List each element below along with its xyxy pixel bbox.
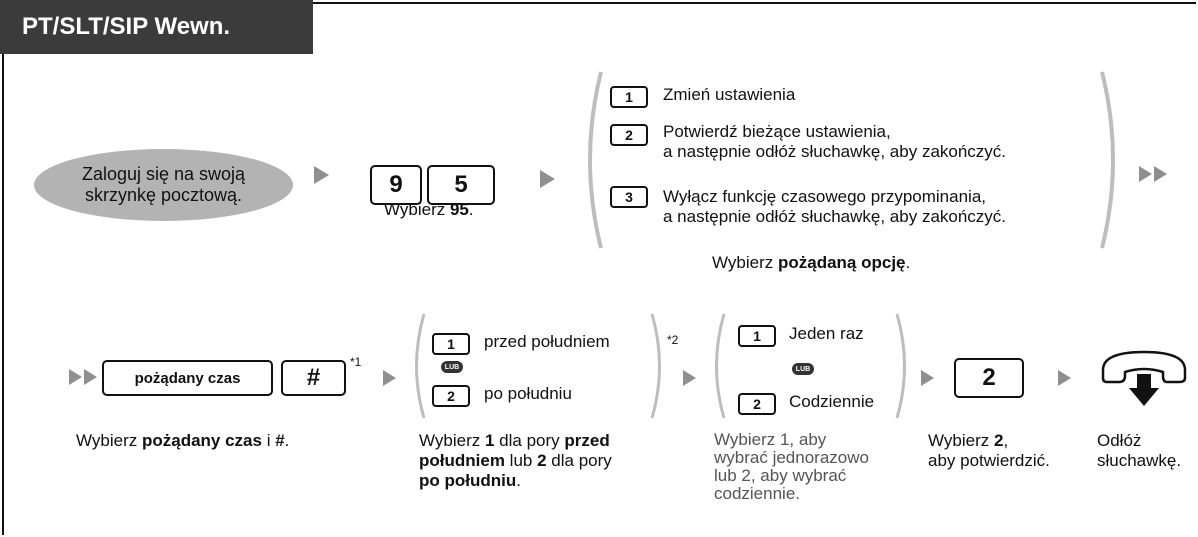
dial-95-caption: Wybierz 95. xyxy=(384,200,474,219)
option-3-text: Wyłącz funkcję czasowego przypominania,a… xyxy=(663,187,1007,226)
right-paren-icon xyxy=(1100,71,1115,249)
am-key-1: 1 xyxy=(432,333,470,355)
right-paren-icon xyxy=(895,313,906,419)
arrow-icon xyxy=(683,370,696,386)
option-2-text: Potwierdź bieżące ustawienia,a następnie… xyxy=(663,122,1007,161)
footnote-2: *2 xyxy=(667,333,679,347)
time-caption: Wybierz pożądany czas i #. xyxy=(76,431,290,450)
arrow-icon xyxy=(1058,370,1071,386)
daily-text: Codziennie xyxy=(789,392,875,411)
option-key-1: 1 xyxy=(610,86,648,108)
left-paren-icon xyxy=(715,313,726,419)
continue-arrow-icon xyxy=(1139,166,1152,182)
or-badge: LUB xyxy=(441,361,463,373)
continue-arrow-icon xyxy=(84,369,97,385)
left-paren-icon xyxy=(588,71,603,249)
left-paren-icon xyxy=(415,313,426,419)
hash-key: # xyxy=(281,360,346,396)
pm-text: po południu xyxy=(484,384,572,403)
right-paren-icon xyxy=(650,313,661,419)
daily-key-2: 2 xyxy=(738,393,776,415)
confirm-caption: Wybierz 2, aby potwierdzić. xyxy=(928,431,1050,470)
once-text: Jeden raz xyxy=(789,324,864,343)
page-title: PT/SLT/SIP Wewn. xyxy=(0,0,313,54)
footnote-1: *1 xyxy=(350,355,362,369)
option-1-text: Zmień ustawienia xyxy=(663,85,796,104)
am-text: przed południem xyxy=(484,332,610,351)
login-mailbox-step: Zaloguj się na swoją skrzynkę pocztową. xyxy=(34,149,293,221)
confirm-key-2: 2 xyxy=(954,358,1024,398)
options-caption: Wybierz pożądaną opcję. xyxy=(712,253,911,272)
or-badge: LUB xyxy=(792,363,814,375)
continue-arrow-icon xyxy=(69,369,82,385)
continue-arrow-icon xyxy=(1154,166,1167,182)
arrow-icon xyxy=(540,170,555,188)
oval-line1: Zaloguj się na swoją xyxy=(81,164,246,184)
ampm-caption: Wybierz 1 dla pory przed południem lub 2… xyxy=(419,431,612,490)
dial-key-9: 9 xyxy=(370,165,422,205)
desired-time-field: pożądany czas xyxy=(102,360,273,396)
oval-line2: skrzynkę pocztową. xyxy=(84,185,243,205)
arrow-icon xyxy=(921,370,934,386)
option-key-3: 3 xyxy=(610,186,648,208)
pm-key-2: 2 xyxy=(432,385,470,407)
hang-up-handset-icon xyxy=(1101,350,1187,406)
once-key-1: 1 xyxy=(738,325,776,347)
arrow-icon xyxy=(314,166,329,184)
arrow-icon xyxy=(383,370,396,386)
option-key-2: 2 xyxy=(610,124,648,146)
dial-key-5: 5 xyxy=(427,165,495,205)
